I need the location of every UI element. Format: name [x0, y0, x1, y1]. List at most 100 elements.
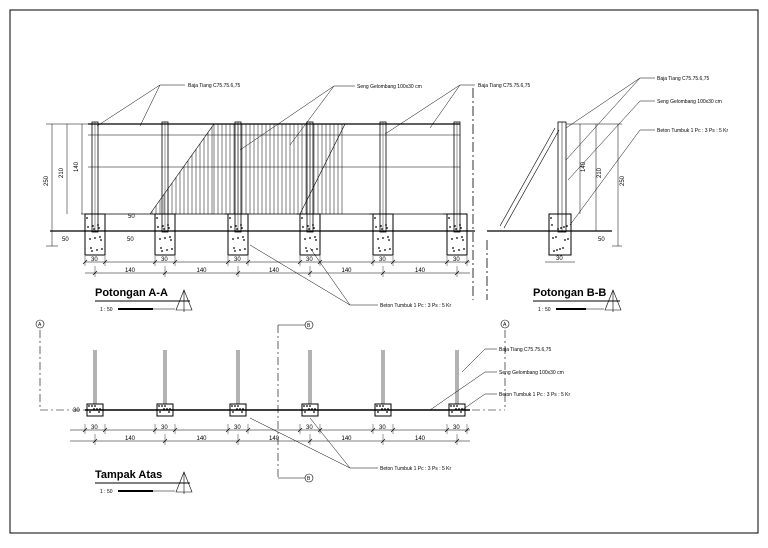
- footing-aggregate: [307, 225, 309, 227]
- leader: [139, 84, 161, 127]
- scale-bar: [118, 308, 153, 310]
- footing-aggregate: [101, 248, 103, 250]
- dim-span-label: 140: [415, 436, 426, 442]
- footing-aggregate: [156, 217, 158, 219]
- footing-aggregate: [309, 237, 311, 239]
- footing-aggregate: [378, 247, 380, 249]
- leader: [429, 371, 486, 411]
- dim-30-label: 30: [91, 425, 98, 431]
- footing-aggregate: [314, 236, 316, 238]
- leader: [461, 393, 486, 411]
- scale-plan: 1 : 50: [100, 489, 113, 495]
- footing-aggregate: [555, 236, 557, 238]
- footing-aggregate: [559, 248, 561, 250]
- footing-aggregate: [229, 217, 231, 219]
- dim-span-label: 140: [269, 268, 280, 274]
- leader: [565, 77, 641, 161]
- plan-aggregate: [384, 408, 386, 410]
- footing-aggregate: [315, 239, 317, 241]
- footing-aggregate: [161, 250, 163, 252]
- leader: [567, 100, 641, 181]
- plan-aggregate: [94, 405, 96, 407]
- dim-210: 210: [59, 167, 65, 178]
- sheet-border: [9, 9, 759, 534]
- plan-aggregate: [239, 408, 241, 410]
- footing-aggregate: [463, 248, 465, 250]
- footing: [299, 213, 321, 256]
- footing-aggregate: [454, 225, 456, 227]
- footing-aggregate: [566, 225, 568, 227]
- footing-aggregate: [448, 217, 450, 219]
- plan-aggregate: [231, 405, 233, 407]
- footing-aggregate: [301, 217, 303, 219]
- plan-posts-footings: [86, 350, 466, 417]
- section-marker-b-top: [304, 320, 314, 330]
- footing-aggregate: [100, 239, 102, 241]
- footing-aggregate: [379, 250, 381, 252]
- plan-footing: [448, 403, 466, 417]
- dim-span-label: 140: [415, 268, 426, 274]
- scale-bb: 1 : 50: [538, 307, 551, 313]
- corrugated-sheet-hatch: [149, 123, 346, 215]
- footing: [372, 213, 394, 256]
- footing-aggregate: [171, 248, 173, 250]
- dim-span-label: 140: [125, 436, 136, 442]
- plan-aggregate: [382, 405, 384, 407]
- footing-aggregate: [312, 224, 314, 226]
- plan-aggregate: [311, 408, 313, 410]
- plan-aggregate: [163, 408, 165, 410]
- footing-aggregate: [456, 237, 458, 239]
- plan-aggregate: [158, 405, 160, 407]
- dim-30-label: 30: [379, 257, 386, 263]
- plan-aggregate: [455, 408, 457, 410]
- plan-aggregate: [303, 405, 305, 407]
- dim-bb-250: 250: [620, 175, 626, 186]
- label-bb-baja: Baja Tiang C75.75.6,75: [657, 76, 709, 82]
- footing-bb-hatch: [550, 217, 569, 252]
- leader: [289, 85, 335, 146]
- footing-aggregate: [455, 228, 457, 230]
- footing-aggregate: [163, 228, 165, 230]
- plan-aggregate: [161, 405, 163, 407]
- plan-aggregate: [89, 411, 91, 413]
- dim-span-label: 140: [342, 268, 353, 274]
- footing-aggregate: [170, 239, 172, 241]
- plan-aggregate: [236, 408, 238, 410]
- plan-aggregate: [242, 408, 244, 410]
- footing-aggregate: [374, 217, 376, 219]
- footing-aggregate: [237, 237, 239, 239]
- label-plan-beton-2: Beton Tumbuk 1 Pc : 3 Ps : 5 Kr: [380, 466, 451, 472]
- footing-aggregate: [236, 228, 238, 230]
- leader: [569, 129, 641, 226]
- footing-aggregate: [91, 250, 93, 252]
- footing-aggregate: [94, 237, 96, 239]
- footing-aggregate: [86, 217, 88, 219]
- fence-posts: [91, 121, 461, 233]
- footing-aggregate: [462, 239, 464, 241]
- marker-b-bottom: B: [307, 476, 311, 482]
- plan-aggregate: [309, 405, 311, 407]
- plan-footing: [374, 403, 392, 417]
- footing-aggregate: [93, 228, 95, 230]
- footing-aggregate: [551, 224, 553, 226]
- title-tampak-atas: Tampak Atas: [95, 469, 162, 481]
- dim-30-left: 30: [73, 408, 80, 414]
- section-marker-b-bottom: [304, 473, 314, 483]
- label-bb-seng: Seng Gelombang 100x30 cm: [657, 99, 722, 105]
- leader: [239, 85, 335, 151]
- leader: [249, 244, 351, 306]
- footing-aggregate: [98, 227, 100, 229]
- footing-aggregate: [556, 249, 558, 251]
- label-seng-gelombang: Seng Gelombang 100x30 cm: [357, 84, 422, 90]
- footing-aggregate: [458, 249, 460, 251]
- plan-aggregate: [234, 405, 236, 407]
- footing-aggregate: [460, 227, 462, 229]
- footing-aggregate: [164, 237, 166, 239]
- footing-aggregate: [167, 224, 169, 226]
- footing-aggregate: [564, 239, 566, 241]
- plan-aggregate: [164, 405, 166, 407]
